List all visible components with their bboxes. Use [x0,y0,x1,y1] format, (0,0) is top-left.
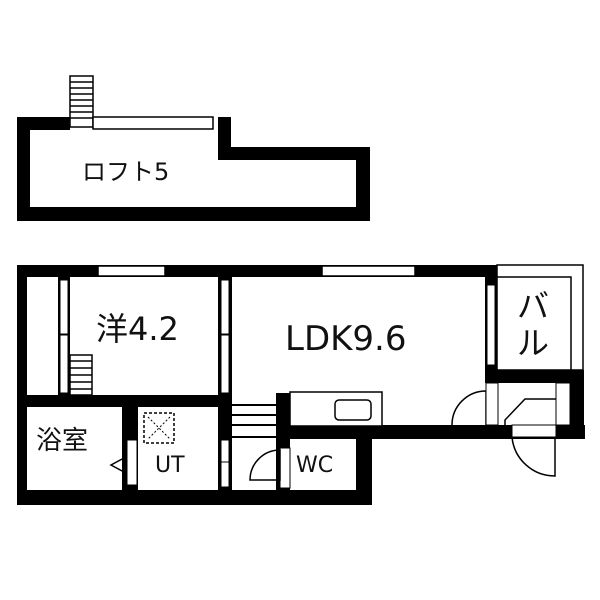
window-ldk [321,265,416,277]
utility-label: UT [155,453,185,478]
loft-label: ロフト5 [82,158,170,186]
loft-area [17,75,370,221]
kitchen-sink [334,399,372,421]
ldk-label: LDK9.6 [285,319,407,359]
balcony-label-1: バ [517,287,550,325]
loft-opening [92,116,214,130]
stairs [232,404,280,438]
balcony [496,264,584,371]
window-western [97,265,166,277]
bath-label: 浴室 [36,426,89,456]
main-floor [17,264,585,505]
balcony-label-2: ル [517,324,550,362]
toilet-label: WC [296,453,334,478]
western-room-label: 洋4.2 [96,310,179,348]
ladder-western [69,354,93,396]
loft-ladder [69,75,94,128]
